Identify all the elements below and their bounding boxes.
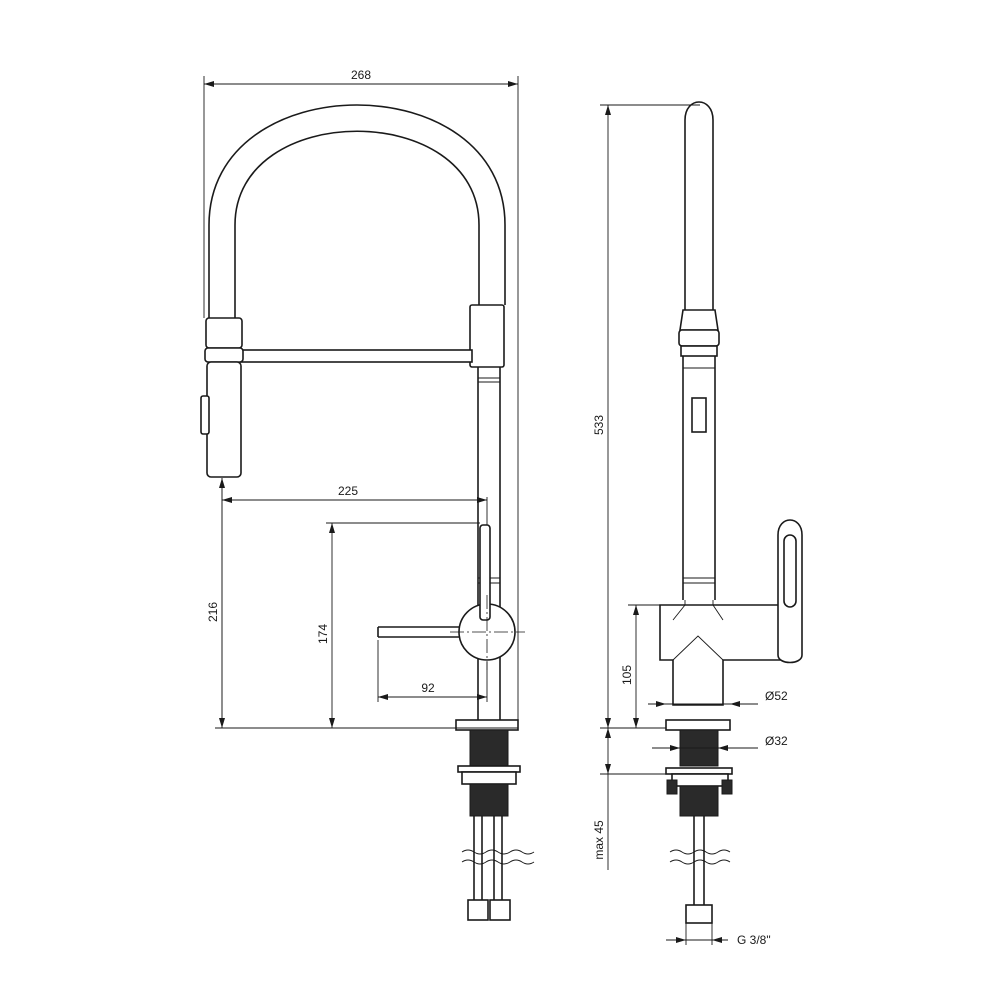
- side-view: 533 105 Ø52 Ø32 max 45 G 3/8": [592, 101, 803, 947]
- spray-head-body: [206, 361, 242, 478]
- lever-handle: [479, 524, 491, 621]
- side-nut-stud-left: [666, 779, 678, 795]
- dim-total-arrow-bottom: [605, 718, 611, 728]
- spout-hose-outer: [208, 104, 506, 318]
- dim-d52-arrow-right: [730, 701, 740, 707]
- spout-hose-inner: [234, 130, 480, 318]
- side-shank-lower: [679, 785, 719, 817]
- dim-body-arrow-top: [633, 605, 639, 615]
- side-spray-button: [691, 397, 707, 433]
- side-break-1: [669, 849, 731, 855]
- base-plate: [455, 719, 519, 731]
- spray-head-button: [200, 395, 210, 435]
- dim-total-label: 533: [592, 415, 606, 435]
- dim-max-label: max 45: [592, 820, 606, 860]
- side-spray-ring2: [680, 345, 718, 357]
- threaded-shank-lower: [469, 783, 509, 817]
- dim-spout-height-label: 216: [206, 602, 220, 622]
- side-spray-collar: [679, 309, 719, 331]
- dim-spout-height-arrow-top: [219, 478, 225, 488]
- dim-d32-arrow-left: [670, 745, 680, 751]
- spray-head-ring: [204, 347, 244, 363]
- side-spray-ring: [678, 329, 720, 347]
- dim-thread-label: G 3/8": [737, 933, 771, 947]
- mounting-nut: [461, 771, 517, 785]
- side-break-2: [669, 859, 731, 865]
- dim-reach-arrow-left: [222, 497, 232, 503]
- dim-handle-height-arrow-bottom: [329, 718, 335, 728]
- mounting-washer: [457, 765, 521, 773]
- dim-thread-arrow-right: [712, 937, 722, 943]
- dim-handle-length-arrow-right: [477, 694, 487, 700]
- spout-holder: [469, 304, 505, 368]
- side-lever-slot: [783, 534, 797, 608]
- dim-handle-length-arrow-left: [378, 694, 388, 700]
- dim-handle-height-arrow-top: [329, 523, 335, 533]
- dim-width-arrow-right: [508, 81, 518, 87]
- dim-handle-height-label: 174: [316, 624, 330, 644]
- dim-max-arrow-bottom: [605, 764, 611, 774]
- dim-handle-length-label: 92: [421, 681, 435, 695]
- hose-nut-1: [467, 899, 489, 921]
- dim-d52-label: Ø52: [765, 689, 788, 703]
- side-base-plate: [665, 719, 731, 731]
- dim-thread-arrow-left: [676, 937, 686, 943]
- dim-reach-arrow-right: [477, 497, 487, 503]
- dim-d32-arrow-right: [718, 745, 728, 751]
- dim-d52-arrow-left: [656, 701, 666, 707]
- side-washer: [665, 767, 733, 775]
- dim-body-arrow-bottom: [633, 718, 639, 728]
- side-body-chamfer: [672, 635, 724, 661]
- dim-max-arrow-top: [605, 728, 611, 738]
- side-hose-nut: [685, 904, 713, 924]
- side-nut: [671, 773, 729, 787]
- dim-total-arrow-top: [605, 105, 611, 115]
- dim-body-label: 105: [620, 665, 634, 685]
- front-view: 268 225 216 174 92: [200, 68, 535, 921]
- dim-width-label: 268: [351, 68, 371, 82]
- side-nut-stud-right: [721, 779, 733, 795]
- hose-nut-2: [489, 899, 511, 921]
- dim-width-arrow-left: [204, 81, 214, 87]
- dim-spout-height-arrow-bottom: [219, 718, 225, 728]
- dim-reach-label: 225: [338, 484, 358, 498]
- holder-arm: [239, 349, 473, 363]
- threaded-shank: [469, 729, 509, 767]
- break-line-1: [461, 849, 535, 855]
- side-body-taper: [672, 600, 724, 621]
- spray-head-collar: [205, 317, 243, 349]
- side-spout-tube: [684, 101, 714, 310]
- dim-d32-label: Ø32: [765, 734, 788, 748]
- break-line-2: [461, 859, 535, 865]
